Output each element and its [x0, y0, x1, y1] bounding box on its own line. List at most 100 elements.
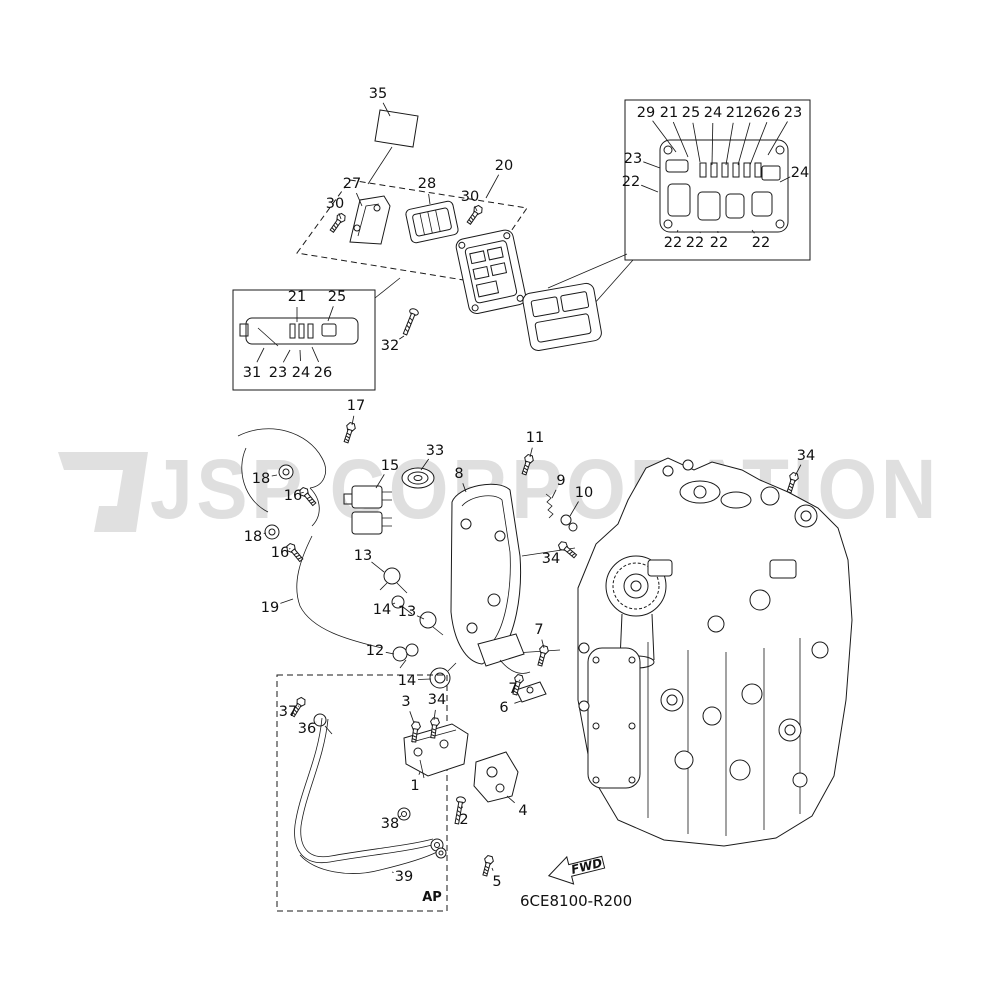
battery-cables: [276, 674, 519, 912]
callout-leader: [428, 193, 431, 205]
callout-label: 34: [428, 692, 446, 708]
callout-leader: [529, 447, 533, 458]
callout-label: 35: [369, 86, 387, 102]
callout-label: 31: [243, 365, 261, 381]
callout-label: 6: [499, 700, 508, 716]
diagram-code: 6CE8100-R200: [520, 892, 632, 910]
callout-leader: [652, 120, 677, 153]
callout-label: 8: [454, 466, 463, 482]
callout-leader: [256, 347, 265, 363]
callout-label: 18: [252, 471, 270, 487]
callout-label: 33: [426, 443, 444, 459]
callout-leader: [418, 771, 421, 775]
callout-label: 22: [710, 235, 728, 251]
callout-leader: [672, 121, 689, 158]
callout-label: 22: [752, 235, 770, 251]
callout-label: 21: [726, 105, 744, 121]
callout-leader: [351, 415, 355, 426]
callout-label: 30: [461, 189, 479, 205]
callout-label: 7: [508, 681, 517, 697]
callout-leader: [385, 651, 395, 655]
callout-label: 39: [395, 869, 413, 885]
callout-leader: [356, 192, 363, 207]
callout-label: 14: [398, 673, 416, 689]
callout-label: 22: [664, 235, 682, 251]
callout-leader: [263, 532, 267, 534]
detail-box-fuse: [547, 99, 811, 323]
callout-label: 4: [518, 803, 527, 819]
callout-label: 22: [622, 174, 640, 190]
callout-leader: [327, 306, 334, 322]
callout-leader: [288, 548, 291, 550]
callout-label: 26: [744, 105, 762, 121]
callout-label: 24: [292, 365, 310, 381]
callout-leader: [794, 464, 802, 477]
callout-leader: [382, 102, 391, 117]
callout-leader: [676, 229, 679, 232]
callout-leader: [375, 474, 385, 489]
callout-label: 13: [398, 604, 416, 620]
callout-leader: [391, 871, 394, 873]
callout-label: 26: [314, 365, 332, 381]
callout-label: 37: [279, 704, 297, 720]
callout-leader: [491, 867, 494, 871]
callout-leader: [399, 815, 402, 818]
callout-label: 15: [381, 458, 399, 474]
callout-label: 26: [762, 105, 780, 121]
callout-leader: [311, 346, 319, 363]
callout-leader: [725, 122, 734, 166]
callout-leader: [749, 122, 768, 166]
callout-leader: [399, 335, 405, 340]
callout-label: 23: [269, 365, 287, 381]
callout-label: 25: [328, 289, 346, 305]
callout-leader: [474, 205, 478, 212]
callout-label: 24: [791, 165, 809, 181]
callout-leader: [643, 161, 661, 169]
callout-leader: [280, 598, 294, 604]
dashed-enclosure-top: [296, 109, 528, 283]
callout-leader: [737, 122, 751, 166]
callout-label: 28: [418, 176, 436, 192]
fwd-arrow: FWD: [547, 856, 606, 885]
callout-label: 1: [410, 778, 419, 794]
callout-leader: [338, 213, 342, 220]
fwd-label: FWD: [570, 856, 604, 877]
callout-leader: [271, 474, 278, 477]
callout-leader: [711, 122, 714, 166]
callout-leader: [551, 489, 557, 499]
label-sticker: [374, 109, 419, 148]
callout-label: 36: [298, 721, 316, 737]
callout-label: 29: [637, 105, 655, 121]
callout-label: 21: [660, 105, 678, 121]
callout-label: 5: [492, 874, 501, 890]
callout-leader: [417, 678, 432, 680]
wiring-harness: [237, 421, 457, 689]
callout-label: 16: [284, 488, 302, 504]
callout-label: 9: [556, 473, 565, 489]
callout-label: 20: [495, 158, 513, 174]
callout-label: 12: [366, 643, 384, 659]
detail-box-connector: [232, 277, 401, 391]
callout-leader: [300, 491, 304, 494]
callout-label: 23: [784, 105, 802, 121]
callout-leader: [767, 121, 788, 156]
callout-label: 18: [244, 529, 262, 545]
callout-leader: [641, 184, 659, 193]
callout-leader: [371, 561, 385, 573]
callout-leader: [514, 700, 522, 704]
callout-label: 22: [686, 235, 704, 251]
callout-label: 19: [261, 600, 279, 616]
callout-label: 32: [381, 338, 399, 354]
callout-leader: [433, 709, 436, 721]
callout-leader: [485, 174, 500, 199]
callout-label: 34: [797, 448, 815, 464]
ap-label: AP: [422, 890, 442, 905]
callout-leader: [692, 122, 701, 163]
callout-label: 34: [542, 551, 560, 567]
callout-leader: [391, 602, 396, 605]
dashed-enclosure-battery: [276, 674, 448, 912]
callout-label: 23: [624, 151, 642, 167]
